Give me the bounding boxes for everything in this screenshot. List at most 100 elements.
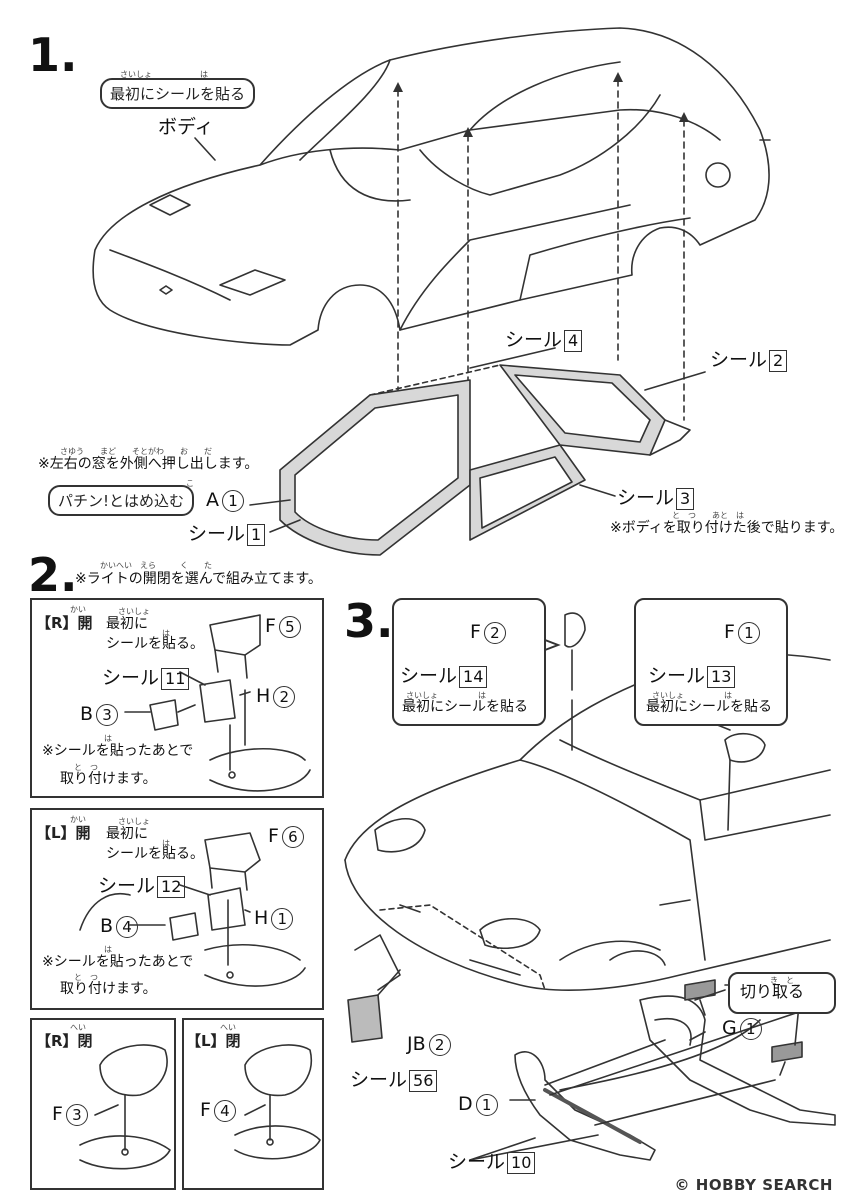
panel-r-open-note2-ruby: と つ [74, 763, 98, 772]
f4-letter: F [200, 1099, 211, 1121]
panel-r-open [30, 598, 324, 798]
lower-grille-d [514, 1051, 656, 1161]
panel-r-open-tag: 【R】開 [36, 614, 93, 632]
seal-1-text: シール [188, 523, 246, 545]
seal-1-number: 1 [247, 524, 266, 546]
step1-pill-ruby: さいしょ は [120, 70, 208, 79]
right-callout-first: 最初にシールを貼る [646, 699, 772, 715]
panel-l-open-note-ruby: は [104, 945, 112, 954]
b4-letter: B [100, 915, 114, 937]
seal12-text: シール [98, 875, 156, 897]
f6-letter: F [268, 825, 279, 847]
seal-4-text: シール [505, 329, 563, 351]
d1-letter: D [458, 1093, 473, 1115]
step-2-number: 2. [28, 548, 78, 602]
seal12-number: 12 [157, 876, 186, 898]
panel-r-open-first-ruby: さいしょ [118, 607, 150, 616]
cut-off-callout [728, 972, 836, 1014]
panel-r-closed-tag: 【R】閉 [36, 1032, 93, 1050]
seal-2-text: シール [710, 349, 768, 371]
panel-l-open-first-line1: 最初に [106, 826, 148, 842]
car-body-drawing [92, 27, 771, 346]
panel-l-open [30, 808, 324, 1010]
headlight-closed-l [234, 1044, 321, 1160]
f3-letter: F [52, 1103, 63, 1125]
window-note-ruby: さゆう まど そとがわ お だ [60, 447, 212, 456]
panel-r-open-tag-ruby: かい [70, 605, 86, 614]
seal-3-text: シール [617, 487, 675, 509]
b3-number: 3 [96, 704, 119, 726]
cut-off-label: 切り取る [740, 982, 805, 1001]
panel-l-closed-tag-ruby: へい [220, 1023, 236, 1032]
seal10-number: 10 [507, 1152, 536, 1174]
seal13-text: シール [648, 665, 706, 687]
f5-letter: F [265, 615, 276, 637]
b3-letter: B [80, 703, 94, 725]
window-glass-drawing [279, 364, 691, 556]
seal56-text: シール [350, 1069, 408, 1091]
step2-note-ruby: かいへい えら く た [100, 561, 212, 570]
step1-first-seal-pill: 最初にシールを貼る [100, 78, 256, 109]
headlight-parts-l-open [79, 832, 306, 987]
panel-r-closed-tag-ruby: へい [70, 1023, 86, 1032]
panel-l-closed-tag: 【L】閉 [186, 1032, 241, 1050]
part-a-letter: A [206, 489, 219, 511]
seal11-text: シール [102, 667, 160, 689]
after-body-note: ※ボディを取り付けた後で貼ります。 [610, 520, 844, 536]
panel-r-open-first-line2: シールを貼る。 [106, 636, 204, 652]
panel-l-open-note-line2: 取り付けます。 [60, 981, 157, 997]
f3-number: 3 [65, 1104, 88, 1126]
panel-l-open-first2-ruby: は [162, 839, 170, 848]
step2-note: ※ライトの開閉を選んで組み立てます。 [75, 571, 322, 587]
panel-r-closed [30, 1018, 176, 1190]
step-3-number: 3. [344, 594, 394, 648]
h2-number: 2 [273, 686, 296, 708]
panel-l-closed [182, 1018, 324, 1190]
watermark-copy: © [674, 1176, 691, 1194]
h2-letter: H [256, 685, 271, 707]
left-callout-first: 最初にシールを貼る [402, 699, 528, 715]
seal56-number: 56 [409, 1070, 438, 1092]
f2-letter: F [470, 621, 481, 643]
left-callout-first-ruby: さいしょ は [406, 691, 486, 700]
watermark-text: HOBBY SEARCH [695, 1176, 833, 1194]
f6-number: 6 [281, 826, 304, 848]
seal13-number: 13 [707, 666, 736, 688]
b4-number: 4 [116, 916, 139, 938]
cut-off-ruby: き と [770, 976, 794, 985]
seal14-text: シール [400, 665, 458, 687]
panel-l-open-first-line2: シールを貼る。 [106, 846, 204, 862]
f5-number: 5 [278, 616, 301, 638]
snap-in-pill: パチン!とはめ込む [48, 485, 195, 516]
panel-l-open-tag: 【L】開 [36, 824, 91, 842]
window-note: ※左右の窓を外側へ押し出します。 [38, 456, 259, 472]
seal-2-number: 2 [769, 350, 788, 372]
step-1-number: 1. [28, 28, 78, 82]
h1-number: 1 [271, 908, 294, 930]
watermark: © HOBBY SEARCH [675, 1176, 833, 1194]
panel-l-open-note2-ruby: と つ [74, 973, 98, 982]
jb2-number: 2 [428, 1034, 451, 1056]
g1-letter: G [722, 1017, 737, 1039]
after-body-ruby: と つ あと は [672, 511, 744, 520]
panel-r-open-note-ruby: は [104, 734, 112, 743]
